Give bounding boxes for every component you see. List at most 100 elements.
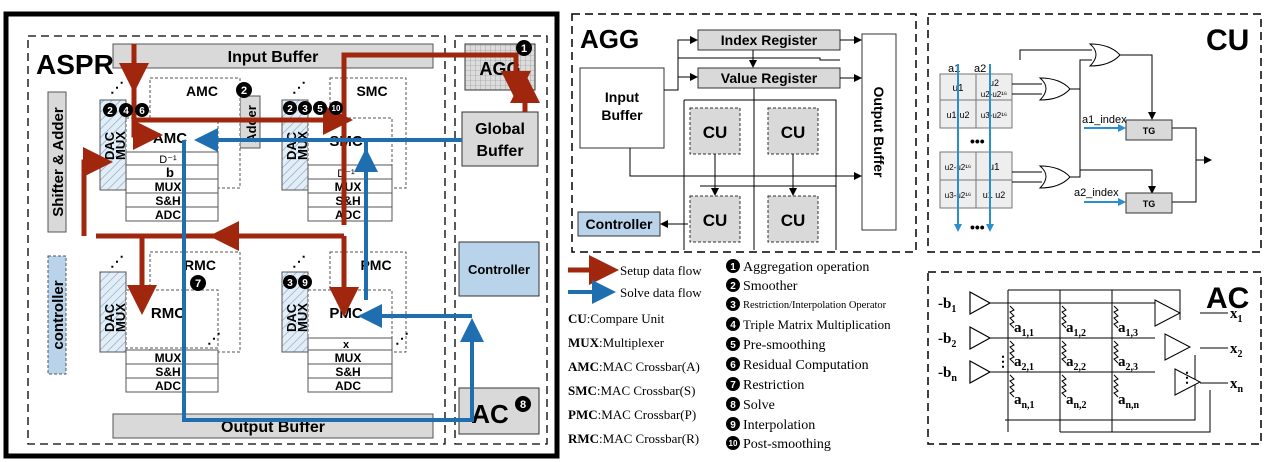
- op-num: 5: [730, 340, 736, 351]
- rmc-group: RMC DAC MUX RMC MUX S&H ADC ⋰ ⋰: [99, 251, 241, 393]
- amc-mux-label: MUX: [155, 180, 182, 194]
- op-num: 4: [730, 320, 736, 331]
- badge-amc-1: [103, 103, 117, 117]
- legend-solve-label: Solve data flow: [620, 285, 702, 300]
- cu-a2-label: a2: [974, 63, 986, 75]
- badge-pmc-1: [283, 275, 297, 289]
- cu-panel: CU a1 a2 u1 u2 u2-u2¹⁶ u1-u2 u3-u2¹⁶ •••…: [927, 13, 1262, 253]
- ac-resistors: [1009, 305, 1119, 398]
- badge-smc-2-num: 3: [302, 104, 308, 115]
- op-badge: [726, 377, 740, 391]
- aspr-side-dashed: [454, 35, 548, 445]
- op-badge: [726, 317, 740, 331]
- tg-block-2-label: TG: [1143, 199, 1156, 209]
- global-buffer-label-2: Buffer: [476, 143, 523, 160]
- abbr-key: PMC: [568, 407, 598, 422]
- op-text: Aggregation operation: [743, 260, 869, 275]
- op-num: 7: [730, 380, 736, 391]
- solve-flow-paths: [182, 128, 484, 422]
- op-num: 8: [730, 400, 736, 411]
- cu-title: CU: [1206, 24, 1249, 57]
- op-num: 9: [730, 420, 736, 431]
- tg-block-2: [1125, 192, 1173, 214]
- rmc-adc-label: ADC: [155, 379, 181, 393]
- controller-vertical-label: controller: [50, 280, 67, 349]
- ac-vdots: ⋮: [1180, 369, 1194, 385]
- badge-amc-2: [119, 103, 133, 117]
- op-text: Smoother: [743, 279, 798, 294]
- aspr-output-buffer-label: Output Buffer: [221, 419, 325, 436]
- op-text: Triple Matrix Multiplication: [743, 317, 891, 332]
- cu-a1-index-label: a1_index: [1082, 114, 1127, 126]
- ac-a12: a1,2: [1066, 320, 1086, 339]
- cu-u3-u2-16-label: u3-u2¹⁶: [981, 111, 1007, 120]
- cu-dots: •••: [970, 133, 985, 149]
- op-badge: [726, 337, 740, 351]
- agg-wires: [629, 36, 862, 250]
- agg-controller-label: Controller: [586, 216, 653, 232]
- agg-output-buffer: [861, 33, 897, 231]
- badge-rmc-num: 7: [195, 278, 201, 290]
- abbr-item-amc: AMC:MAC Crossbar(A): [568, 359, 700, 374]
- smc-mux-label: MUX: [335, 180, 362, 194]
- cu-block-4: [767, 195, 819, 243]
- rmc-adc-row: [125, 377, 219, 393]
- legend: Setup data flow Solve data flow CU:Compa…: [568, 255, 891, 452]
- agg-controller: [577, 211, 661, 237]
- cu-a2-index-label: a2_index: [1074, 187, 1119, 199]
- amc-mux-v-label: MUX: [113, 131, 128, 160]
- badge-amc-1-num: 2: [107, 106, 113, 117]
- abbr-item-smc: SMC:MAC Crossbar(S): [568, 383, 695, 398]
- cu-border: [927, 13, 1262, 253]
- cu-block-4-label: CU: [781, 211, 806, 230]
- op-num: 2: [730, 281, 736, 292]
- pmc-x-row: [307, 337, 393, 351]
- agg-panel: AGG Index Register Value Register Input …: [571, 13, 917, 253]
- rmc-dots-2: ⋰: [207, 330, 221, 346]
- ac-weight-labels: a1,1 a1,2 a1,3 a2,1 a2,2 a2,3 an,1 an,2 …: [1014, 320, 1140, 411]
- ac-title: AC: [1206, 282, 1249, 315]
- aspr-panel: ASPR Input Buffer Output Buffer Shifter …: [3, 11, 560, 459]
- op-badge: [726, 417, 740, 431]
- badge-agg: [516, 40, 532, 56]
- badge-amc-2-num: 4: [123, 106, 129, 117]
- op-text: Solve: [743, 398, 775, 413]
- op-badge: [726, 297, 740, 311]
- cu-block-1: [689, 107, 741, 155]
- ac-ann: an,n: [1118, 392, 1140, 411]
- shifter-adder-label: Shifter & Adder: [50, 107, 67, 217]
- ac-b2-label: -b2: [938, 331, 956, 350]
- cu-u2-u2-16-label: u2-u2¹⁶: [981, 90, 1007, 99]
- rmc-dac-mux: [99, 271, 127, 353]
- abbr-text: :MAC Crossbar(R): [599, 431, 699, 446]
- agg-input-buffer-label-1: Input: [605, 89, 640, 105]
- op-text: Residual Computation: [743, 358, 869, 373]
- pmc-x-label: x: [343, 339, 350, 351]
- rmc-back-label: RMC: [184, 257, 216, 273]
- ac-panel: AC -b1 -b2 -bn: [927, 271, 1262, 445]
- badge-pmc-1-num: 3: [287, 278, 293, 289]
- abbr-item-cu: CU:Compare Unit: [568, 311, 665, 326]
- rmc-label: RMC: [151, 305, 185, 322]
- badge-amc-3: [135, 103, 149, 117]
- cu-block-2: [767, 107, 819, 155]
- amc-adc-row: [125, 206, 219, 222]
- rmc-mux-label: MUX: [155, 351, 182, 365]
- controller-vertical-block: [47, 255, 67, 375]
- ac-crossbar-lines: [990, 289, 1228, 433]
- badge-amc-3-num: 6: [139, 106, 145, 117]
- cu-blue-arrows: [954, 64, 1126, 232]
- op-text: Interpolation: [743, 418, 815, 433]
- ac-opamps: [1154, 299, 1202, 396]
- ac-xn-label: xn: [1230, 376, 1244, 395]
- op-badge: [726, 259, 740, 273]
- ac-a11: a1,1: [1014, 320, 1034, 339]
- amc-dots: ⋰: [110, 79, 124, 95]
- ac-a21: a2,1: [1014, 354, 1034, 373]
- op-text: Pre-smoothing: [743, 338, 825, 353]
- badge-smc-1: [283, 101, 297, 115]
- op-badge: [726, 397, 740, 411]
- badge-pmc-2-num: 9: [302, 278, 308, 289]
- cu-gates: [1012, 43, 1212, 203]
- cu-block-2-label: CU: [781, 123, 806, 142]
